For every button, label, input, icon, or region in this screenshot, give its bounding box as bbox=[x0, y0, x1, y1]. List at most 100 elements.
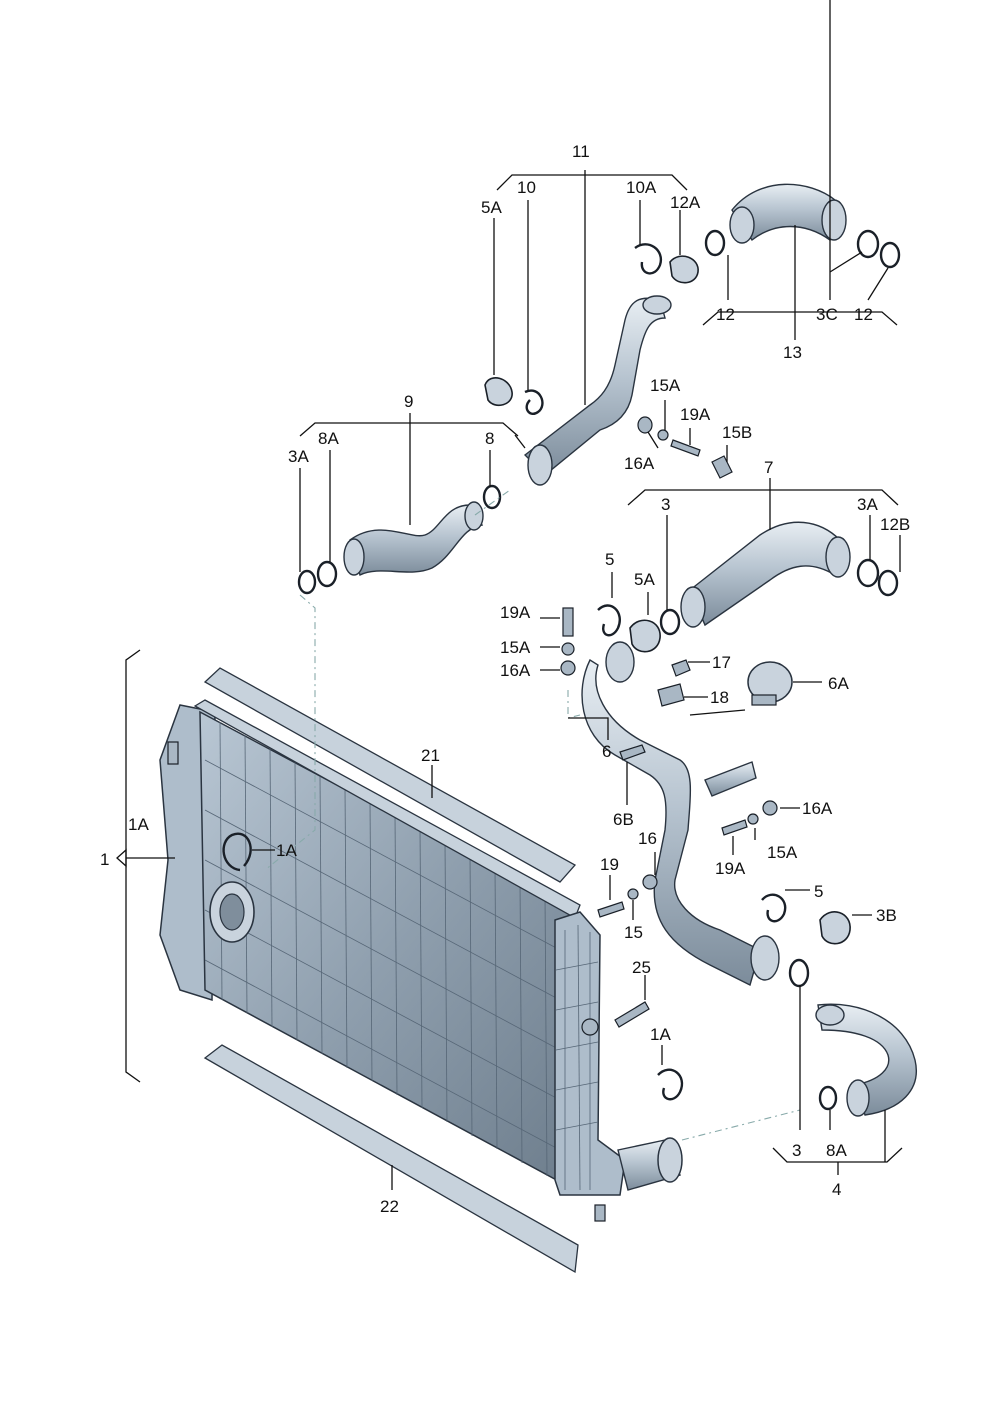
bolt-icon bbox=[721, 819, 748, 836]
bolt-icon bbox=[711, 455, 733, 479]
hose-clamp-icon bbox=[669, 255, 699, 284]
charge-air-pipe-11-icon bbox=[523, 295, 672, 486]
centre-line bbox=[264, 594, 316, 871]
label-8A-bottom: 8A bbox=[826, 1141, 847, 1160]
label-9: 9 bbox=[404, 392, 413, 411]
spring-clip-icon bbox=[657, 1068, 684, 1101]
label-8A-left: 8A bbox=[318, 429, 339, 448]
hose-clamp-icon bbox=[484, 377, 513, 407]
label-8: 8 bbox=[485, 429, 494, 448]
charge-air-hose-9-icon bbox=[343, 501, 484, 577]
o-ring-icon bbox=[818, 1085, 838, 1111]
label-12B: 12B bbox=[880, 515, 910, 534]
o-ring-icon bbox=[704, 229, 726, 257]
pressure-sensor-icon bbox=[747, 661, 793, 706]
o-ring-icon bbox=[856, 229, 880, 259]
seal-strip-lower-icon bbox=[203, 1044, 579, 1274]
centre-line bbox=[567, 690, 581, 719]
label-3A-left: 3A bbox=[288, 447, 309, 466]
label-7: 7 bbox=[764, 458, 773, 477]
seal-strip-upper-icon bbox=[203, 667, 577, 883]
o-ring-icon bbox=[856, 558, 880, 588]
label-12A: 12A bbox=[670, 193, 701, 212]
label-3B: 3B bbox=[876, 906, 897, 925]
o-ring-icon bbox=[297, 569, 317, 595]
o-ring-icon bbox=[879, 241, 901, 269]
label-22: 22 bbox=[380, 1197, 399, 1216]
label-10: 10 bbox=[517, 178, 536, 197]
washer-icon bbox=[561, 642, 575, 656]
part-labels: 1 1A 1A 1A 3 3 3A 3A 3B 3C 4 5 5 5A 5A 6… bbox=[100, 142, 910, 1216]
label-6B: 6B bbox=[613, 810, 634, 829]
label-5A-top: 5A bbox=[481, 198, 502, 217]
bolt-icon bbox=[614, 1001, 650, 1028]
hose-clamp-icon bbox=[819, 911, 851, 945]
label-16A-left: 16A bbox=[500, 661, 531, 680]
label-12-left: 12 bbox=[716, 305, 735, 324]
centre-line bbox=[681, 1109, 801, 1141]
nut-icon bbox=[560, 660, 576, 676]
label-6A: 6A bbox=[828, 674, 849, 693]
hose-clamp-icon bbox=[629, 619, 661, 653]
centre-line bbox=[474, 489, 511, 516]
label-16A-right: 16A bbox=[802, 799, 833, 818]
spring-clip-icon bbox=[222, 832, 252, 872]
label-3A-right: 3A bbox=[857, 495, 878, 514]
label-1A-core: 1A bbox=[276, 841, 297, 860]
label-15B: 15B bbox=[722, 423, 752, 442]
label-1A-left: 1A bbox=[128, 815, 149, 834]
label-16A-top: 16A bbox=[624, 454, 655, 473]
right-tank-grid bbox=[555, 924, 599, 1191]
bolt-icon bbox=[671, 659, 691, 677]
bolt-icon bbox=[619, 744, 646, 761]
label-5-mid: 5 bbox=[605, 550, 614, 569]
label-19: 19 bbox=[600, 855, 619, 874]
label-15: 15 bbox=[624, 923, 643, 942]
label-5-low: 5 bbox=[814, 882, 823, 901]
label-25: 25 bbox=[632, 958, 651, 977]
label-19A-right: 19A bbox=[715, 859, 746, 878]
o-ring-icon bbox=[788, 958, 810, 988]
spring-clip-icon bbox=[634, 243, 663, 275]
nut-icon bbox=[762, 800, 778, 816]
charge-air-pipe-6-icon bbox=[581, 641, 780, 987]
charge-air-hose-13-icon bbox=[729, 183, 847, 244]
label-19A-top: 19A bbox=[680, 405, 711, 424]
nut-icon bbox=[642, 874, 658, 890]
label-18: 18 bbox=[710, 688, 729, 707]
o-ring-icon bbox=[316, 560, 338, 588]
label-15A-top: 15A bbox=[650, 376, 681, 395]
o-ring-icon bbox=[659, 608, 681, 636]
label-12-right: 12 bbox=[854, 305, 873, 324]
spring-clip-icon bbox=[597, 604, 621, 637]
label-15A-left: 15A bbox=[500, 638, 531, 657]
intercooler-icon bbox=[159, 699, 683, 1222]
bolt-icon bbox=[562, 607, 574, 637]
label-13: 13 bbox=[783, 343, 802, 362]
o-ring-icon bbox=[877, 569, 899, 597]
core-fins bbox=[204, 721, 576, 1177]
label-19A-left: 19A bbox=[500, 603, 531, 622]
label-11: 11 bbox=[572, 142, 590, 161]
label-6: 6 bbox=[602, 742, 611, 761]
washer-icon bbox=[747, 813, 759, 825]
bolt-icon bbox=[670, 439, 701, 457]
label-4: 4 bbox=[832, 1180, 841, 1199]
bolt-icon bbox=[597, 901, 625, 918]
label-16: 16 bbox=[638, 829, 657, 848]
label-1A-bottom: 1A bbox=[650, 1025, 671, 1044]
charge-air-hose-4-icon bbox=[815, 1003, 917, 1117]
label-3-top: 3 bbox=[661, 495, 670, 514]
charge-air-hose-7-icon bbox=[680, 521, 851, 628]
label-5A-mid: 5A bbox=[634, 570, 655, 589]
nut-icon bbox=[637, 416, 653, 434]
o-ring-icon bbox=[482, 484, 502, 510]
spring-clip-icon bbox=[524, 389, 544, 415]
label-17: 17 bbox=[712, 653, 731, 672]
label-10A: 10A bbox=[626, 178, 657, 197]
label-1: 1 bbox=[100, 850, 109, 869]
label-3-bottom: 3 bbox=[792, 1141, 801, 1160]
bracket-icon bbox=[657, 683, 685, 707]
washer-icon bbox=[657, 429, 669, 441]
